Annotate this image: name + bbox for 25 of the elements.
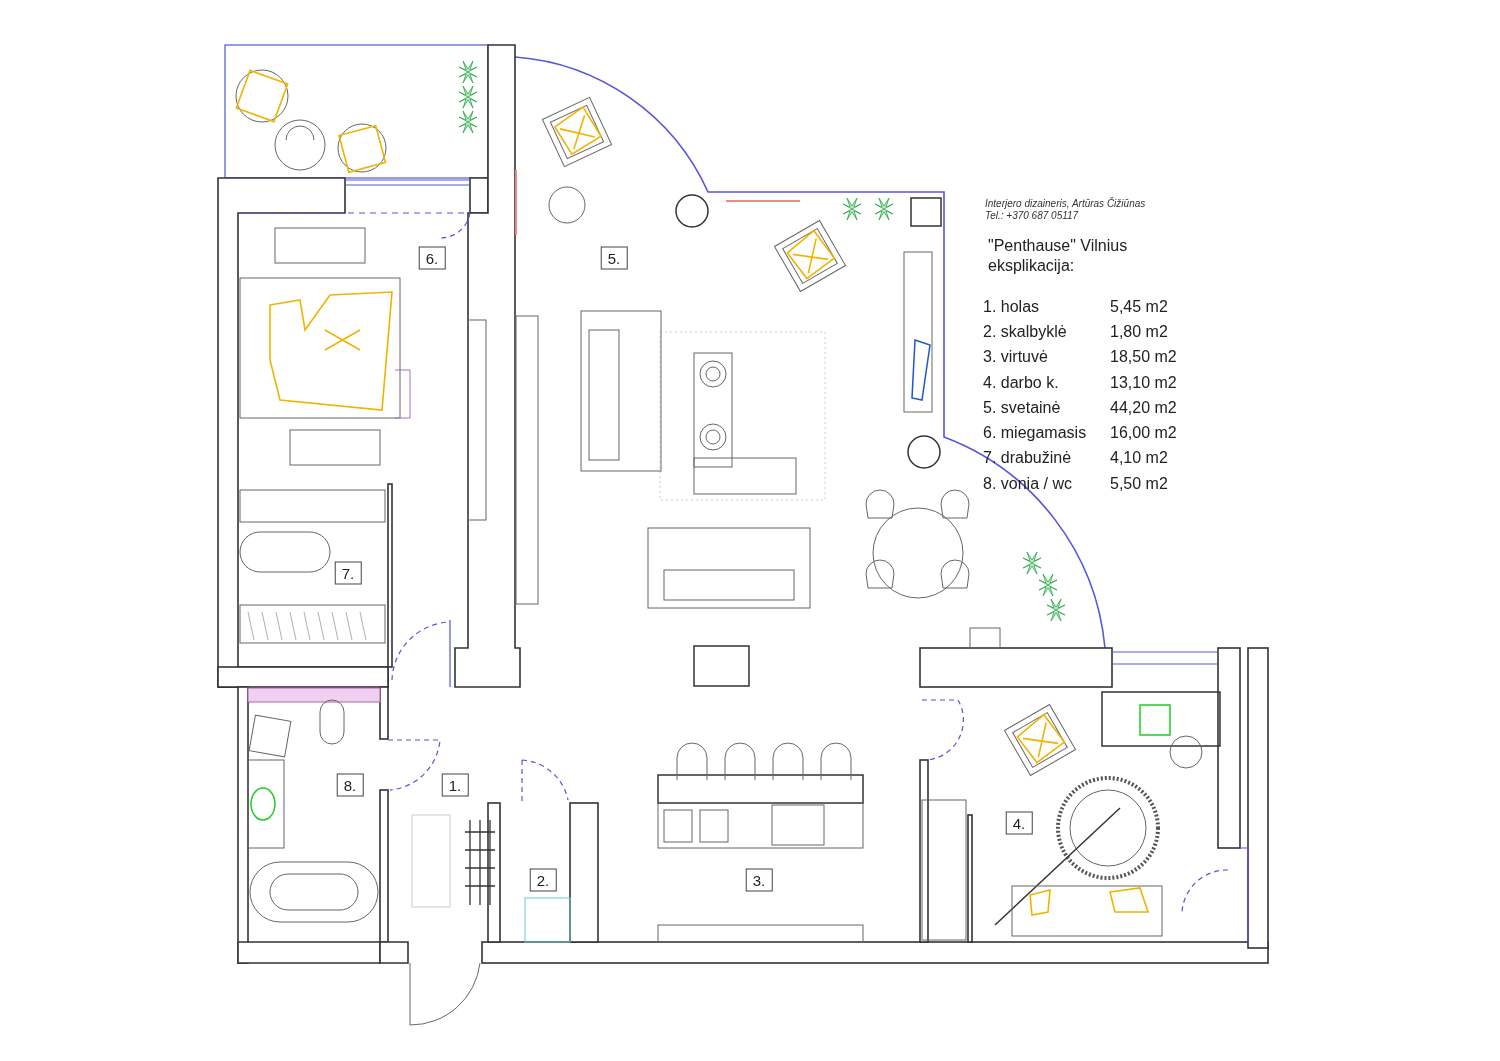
room-number-tag: 7. <box>334 561 362 585</box>
room-number-tag: 6. <box>418 246 446 270</box>
room-area: 5,45 m2 <box>1110 297 1200 316</box>
designer-credit: Interjero dizaineris, Artūras Čižiūnas <box>985 198 1146 209</box>
room-name: 2. skalbyklė <box>983 322 1068 341</box>
room-name: 3. virtuvė <box>983 348 1049 367</box>
room-number-tag: 2. <box>529 868 557 892</box>
room-area: 18,50 m2 <box>1110 348 1200 367</box>
phone-number: Tel.: +370 687 05117 <box>985 210 1079 221</box>
room-name: 5. svetainė <box>983 398 1062 417</box>
plan-heading: "Penthause" Vilnius eksplikacija: <box>988 236 1129 276</box>
room-area: 1,80 m2 <box>1110 322 1200 341</box>
room-area: 13,10 m2 <box>1110 373 1200 392</box>
room-number-tag: 5. <box>600 246 628 270</box>
room-area: 44,20 m2 <box>1110 398 1200 417</box>
room-area: 5,50 m2 <box>1110 474 1200 493</box>
room-area: 4,10 m2 <box>1110 449 1200 468</box>
room-number-tag: 8. <box>336 773 364 797</box>
room-area: 16,00 m2 <box>1110 424 1200 443</box>
room-name: 4. darbo k. <box>983 373 1060 392</box>
room-number-tag: 1. <box>441 773 469 797</box>
room-name: 1. holas <box>983 297 1041 316</box>
room-number-tag: 3. <box>745 868 773 892</box>
room-name: 6. miegamasis <box>983 424 1088 443</box>
room-number-tag: 4. <box>1005 811 1033 835</box>
